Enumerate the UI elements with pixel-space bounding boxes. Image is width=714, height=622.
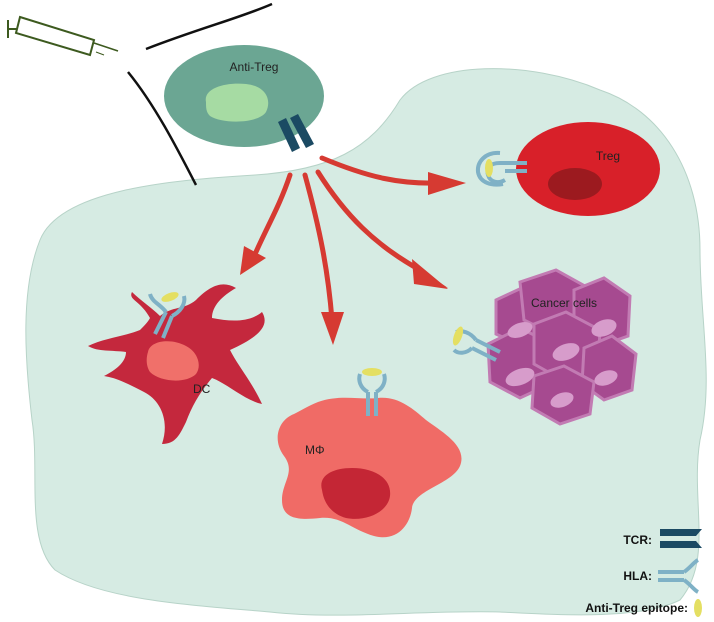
cancer-nucleus [594, 370, 618, 386]
injection-line-upper [145, 2, 273, 51]
cancer-hla-icon [452, 329, 501, 362]
macrophage-epitope-icon [362, 368, 382, 376]
legend: TCR: HLA: Anti-Treg epitope: [585, 529, 702, 617]
arrowhead-dc [240, 246, 266, 275]
cancer-cells-cluster: Cancer cells [486, 268, 638, 426]
macrophage-cell [277, 397, 462, 538]
dc-epitope-icon [161, 292, 179, 302]
cancer-nucleus [550, 392, 574, 408]
cancer-nucleus [552, 343, 580, 361]
injection-line-lower [127, 71, 198, 186]
treg-cell [516, 122, 660, 216]
tcr-icon [278, 114, 314, 152]
macrophage-nucleus [321, 468, 391, 519]
cancer-epitope-icon [452, 326, 464, 346]
dc-hla-icon [148, 293, 187, 339]
arrow-to-macrophage [302, 172, 335, 323]
legend-tcr-label: TCR: [623, 533, 652, 547]
treg-epitope-icon [485, 159, 493, 177]
tissue-region [25, 68, 707, 616]
legend-hla-icon [658, 558, 700, 594]
cancer-nucleus [505, 367, 535, 387]
dc-label: DC [193, 382, 211, 396]
treg-label: Treg [596, 149, 620, 163]
arrowheads [240, 172, 466, 345]
dc-nucleus [146, 341, 199, 381]
arrow-to-dc [253, 172, 293, 255]
anti-treg-label: Anti-Treg [230, 60, 279, 74]
cancer-nucleus [591, 319, 617, 337]
legend-epitope-icon [694, 599, 702, 617]
legend-hla-label: HLA: [623, 569, 652, 583]
cancer-nucleus [507, 322, 533, 338]
arrow-to-treg [319, 155, 441, 186]
tcr-epitope-contact [296, 151, 310, 165]
treg-hla-icon [475, 150, 527, 187]
macrophage-label: MΦ [305, 443, 325, 457]
legend-tcr-icon [660, 529, 702, 548]
arrow-to-cancer [315, 169, 423, 273]
cancer-label: Cancer cells [531, 296, 597, 310]
arrowhead-treg [428, 172, 466, 195]
legend-epitope-label: Anti-Treg epitope: [585, 601, 688, 615]
arrows [253, 155, 441, 323]
syringe-icon [7, 15, 119, 57]
treg-nucleus [548, 168, 602, 200]
anti-treg-nucleus [205, 83, 269, 122]
arrowhead-macrophage [321, 312, 344, 345]
macrophage-hla-icon [357, 373, 387, 416]
